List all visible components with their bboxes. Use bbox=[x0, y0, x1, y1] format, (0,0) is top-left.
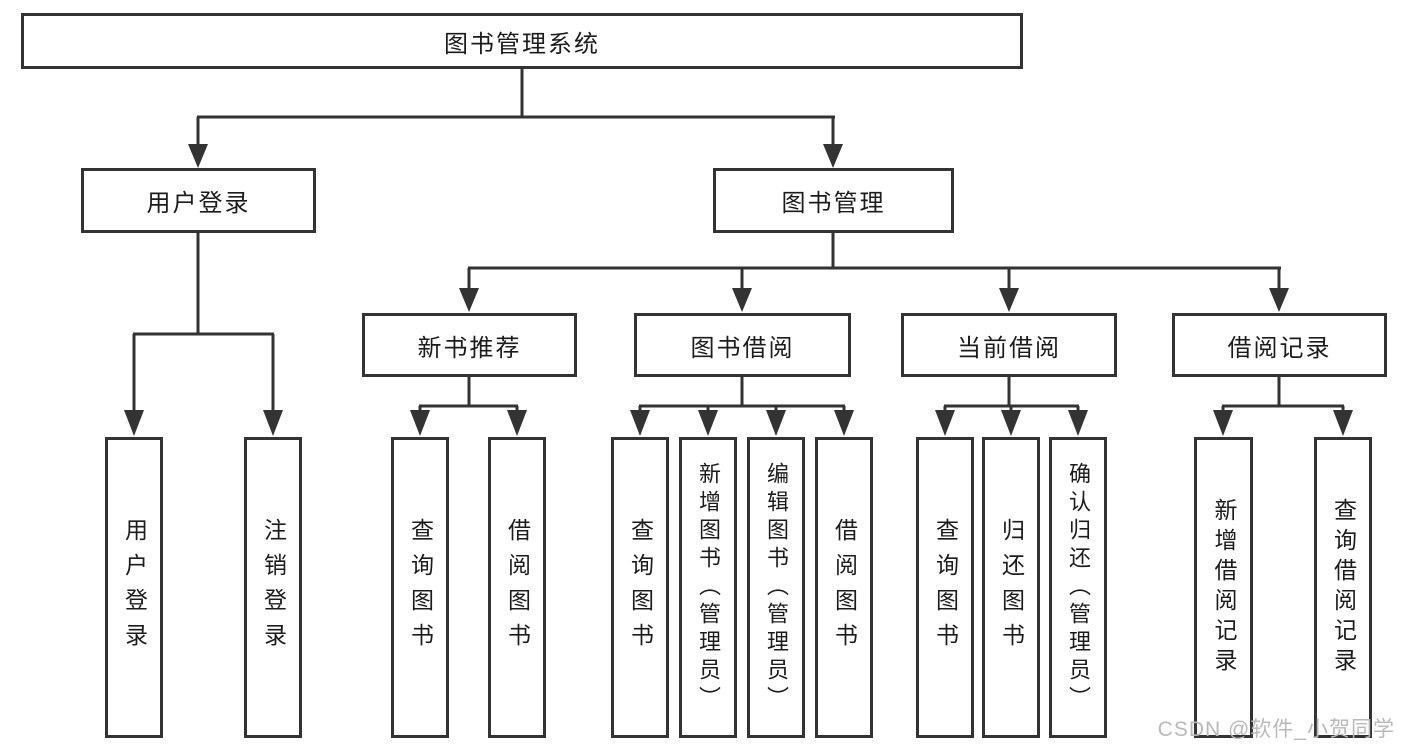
arrowhead-icon bbox=[732, 288, 752, 312]
arrowhead-icon bbox=[766, 410, 786, 436]
arrowhead-icon bbox=[1269, 288, 1289, 312]
connector-user-login-to-leaves bbox=[132, 233, 275, 412]
arrowhead-icon bbox=[630, 410, 650, 436]
leaf-borrow-book-2-label: 借阅图书 bbox=[831, 517, 858, 658]
node-book-management-label: 图书管理 bbox=[781, 190, 886, 217]
arrowhead-icon bbox=[263, 410, 283, 436]
arrowhead-icon bbox=[999, 288, 1019, 312]
arrowhead-icon bbox=[124, 410, 144, 436]
node-current-borrow: 当前借阅 bbox=[901, 313, 1117, 377]
connector-current-borrow-to-leaves bbox=[943, 377, 1080, 414]
node-library-management-system-label: 图书管理系统 bbox=[444, 30, 600, 58]
arrowhead-icon bbox=[834, 410, 854, 436]
leaf-user-login: 用户登录 bbox=[105, 437, 163, 738]
arrowhead-icon bbox=[410, 410, 430, 436]
node-user-login: 用户登录 bbox=[81, 168, 316, 233]
node-new-book-recommend-label: 新书推荐 bbox=[417, 334, 522, 362]
leaf-query-book-1: 查询图书 bbox=[391, 437, 449, 738]
connector-book-borrow-to-leaves bbox=[638, 377, 846, 414]
leaf-user-login-label: 用户登录 bbox=[121, 517, 148, 658]
leaf-edit-book-admin: 编辑图书（管理员） bbox=[747, 437, 805, 738]
node-borrow-records-label: 借阅记录 bbox=[1227, 334, 1332, 362]
leaf-borrow-book-2: 借阅图书 bbox=[815, 437, 873, 738]
node-book-management: 图书管理 bbox=[713, 168, 954, 233]
leaf-edit-book-admin-label: 编辑图书（管理员） bbox=[764, 461, 789, 714]
leaf-return-book-label: 归还图书 bbox=[998, 517, 1025, 658]
node-book-borrow-label: 图书借阅 bbox=[690, 334, 795, 362]
arrowhead-icon bbox=[459, 288, 479, 312]
leaf-return-book: 归还图书 bbox=[982, 437, 1040, 738]
arrowheads bbox=[124, 144, 1353, 436]
arrowhead-icon bbox=[1068, 410, 1088, 436]
arrowhead-icon bbox=[188, 144, 208, 168]
csdn-watermark: CSDN @软件_小贺同学 bbox=[1157, 718, 1395, 741]
leaf-query-book-3: 查询图书 bbox=[916, 437, 974, 738]
arrowhead-icon bbox=[935, 410, 955, 436]
connector-root-to-level2 bbox=[196, 69, 835, 146]
leaf-confirm-return-admin-label: 确认归还（管理员） bbox=[1066, 461, 1091, 714]
leaf-query-book-1-label: 查询图书 bbox=[407, 517, 434, 658]
connector-borrow-records-to-leaves bbox=[1221, 377, 1345, 414]
leaf-logout-label: 注销登录 bbox=[260, 517, 287, 658]
leaf-borrow-book-1: 借阅图书 bbox=[488, 437, 546, 738]
leaf-borrow-book-1-label: 借阅图书 bbox=[504, 517, 531, 658]
leaf-logout: 注销登录 bbox=[244, 437, 302, 738]
leaf-query-book-3-label: 查询图书 bbox=[932, 517, 959, 658]
connector-new-book-recommend-to-leaves bbox=[418, 377, 519, 414]
node-library-management-system: 图书管理系统 bbox=[21, 13, 1023, 69]
leaf-add-borrow-record: 新增借阅记录 bbox=[1194, 437, 1253, 738]
node-book-borrow: 图书借阅 bbox=[634, 313, 851, 377]
node-new-book-recommend: 新书推荐 bbox=[362, 313, 577, 377]
leaf-confirm-return-admin: 确认归还（管理员） bbox=[1049, 437, 1107, 738]
leaf-query-book-2-label: 查询图书 bbox=[627, 517, 654, 658]
connector-book-management-to-level3 bbox=[467, 233, 1281, 290]
leaf-add-borrow-record-label: 新增借阅记录 bbox=[1211, 497, 1237, 678]
arrowhead-icon bbox=[1001, 410, 1021, 436]
leaf-query-book-2: 查询图书 bbox=[611, 437, 669, 738]
leaf-query-borrow-record: 查询借阅记录 bbox=[1314, 437, 1372, 738]
leaf-query-borrow-record-label: 查询借阅记录 bbox=[1330, 497, 1357, 678]
leaf-add-book-admin: 新增图书（管理员） bbox=[679, 437, 737, 738]
arrowhead-icon bbox=[1333, 410, 1353, 436]
arrowhead-icon bbox=[698, 410, 718, 436]
arrowhead-icon bbox=[823, 144, 843, 168]
node-user-login-label: 用户登录 bbox=[146, 190, 251, 217]
node-current-borrow-label: 当前借阅 bbox=[957, 334, 1061, 362]
arrowhead-icon bbox=[1213, 410, 1233, 436]
arrowhead-icon bbox=[507, 410, 527, 436]
leaf-add-book-admin-label: 新增图书（管理员） bbox=[696, 461, 721, 714]
node-borrow-records: 借阅记录 bbox=[1172, 313, 1387, 377]
